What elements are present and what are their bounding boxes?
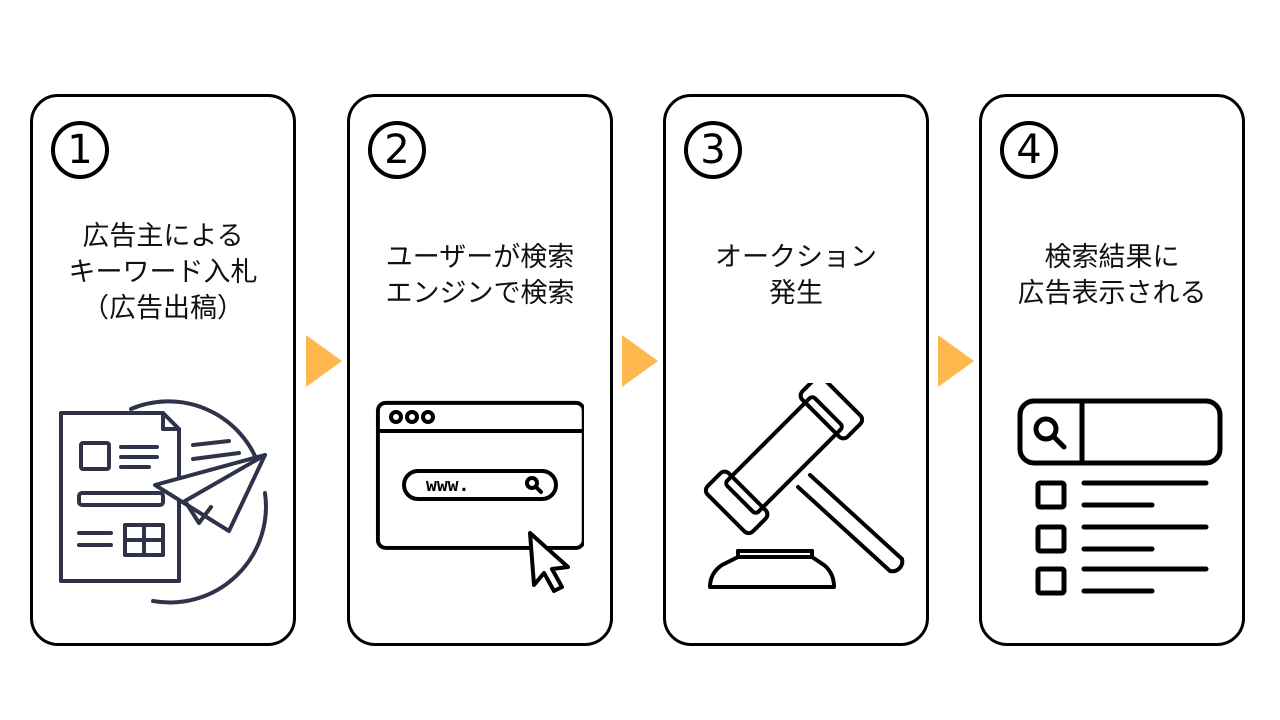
- step-1-line-3: （広告出稿）: [82, 293, 244, 324]
- step-label-4: 検索結果に 広告表示される: [982, 240, 1242, 312]
- step-4-line-2: 広告表示される: [1017, 278, 1207, 309]
- step-card-1: 1 広告主による キーワード入札 （広告出稿）: [30, 94, 296, 646]
- step-3-line-2: 発生: [769, 278, 823, 309]
- step-2-line-1: ユーザーが検索: [385, 242, 575, 273]
- auction-gavel-icon: [703, 383, 905, 589]
- step-number-3: 3: [684, 121, 742, 179]
- url-text: www.: [426, 475, 469, 496]
- browser-search-icon: www.: [375, 400, 584, 593]
- step-card-2: 2 ユーザーが検索 エンジンで検索 www.: [347, 94, 613, 646]
- arrow-right-icon: [938, 335, 974, 387]
- step-number-2: 2: [368, 121, 426, 179]
- step-label-2: ユーザーが検索 エンジンで検索: [350, 240, 610, 312]
- step-number-1: 1: [51, 121, 109, 179]
- search-results-list-icon: [1017, 398, 1223, 596]
- step-label-1: 広告主による キーワード入札 （広告出稿）: [33, 219, 293, 327]
- arrow-right-icon: [306, 335, 342, 387]
- step-card-4: 4 検索結果に 広告表示される: [979, 94, 1245, 646]
- step-1-line-2: キーワード入札: [68, 257, 258, 288]
- paper-plane-form-icon: [59, 399, 268, 605]
- step-number-4: 4: [1000, 121, 1058, 179]
- step-1-line-1: 広告主による: [82, 221, 244, 252]
- step-label-3: オークション 発生: [666, 240, 926, 312]
- step-2-line-2: エンジンで検索: [385, 278, 575, 309]
- step-card-3: 3 オークション 発生: [663, 94, 929, 646]
- step-3-line-1: オークション: [715, 242, 877, 273]
- arrow-right-icon: [622, 335, 658, 387]
- step-4-line-1: 検索結果に: [1044, 242, 1180, 273]
